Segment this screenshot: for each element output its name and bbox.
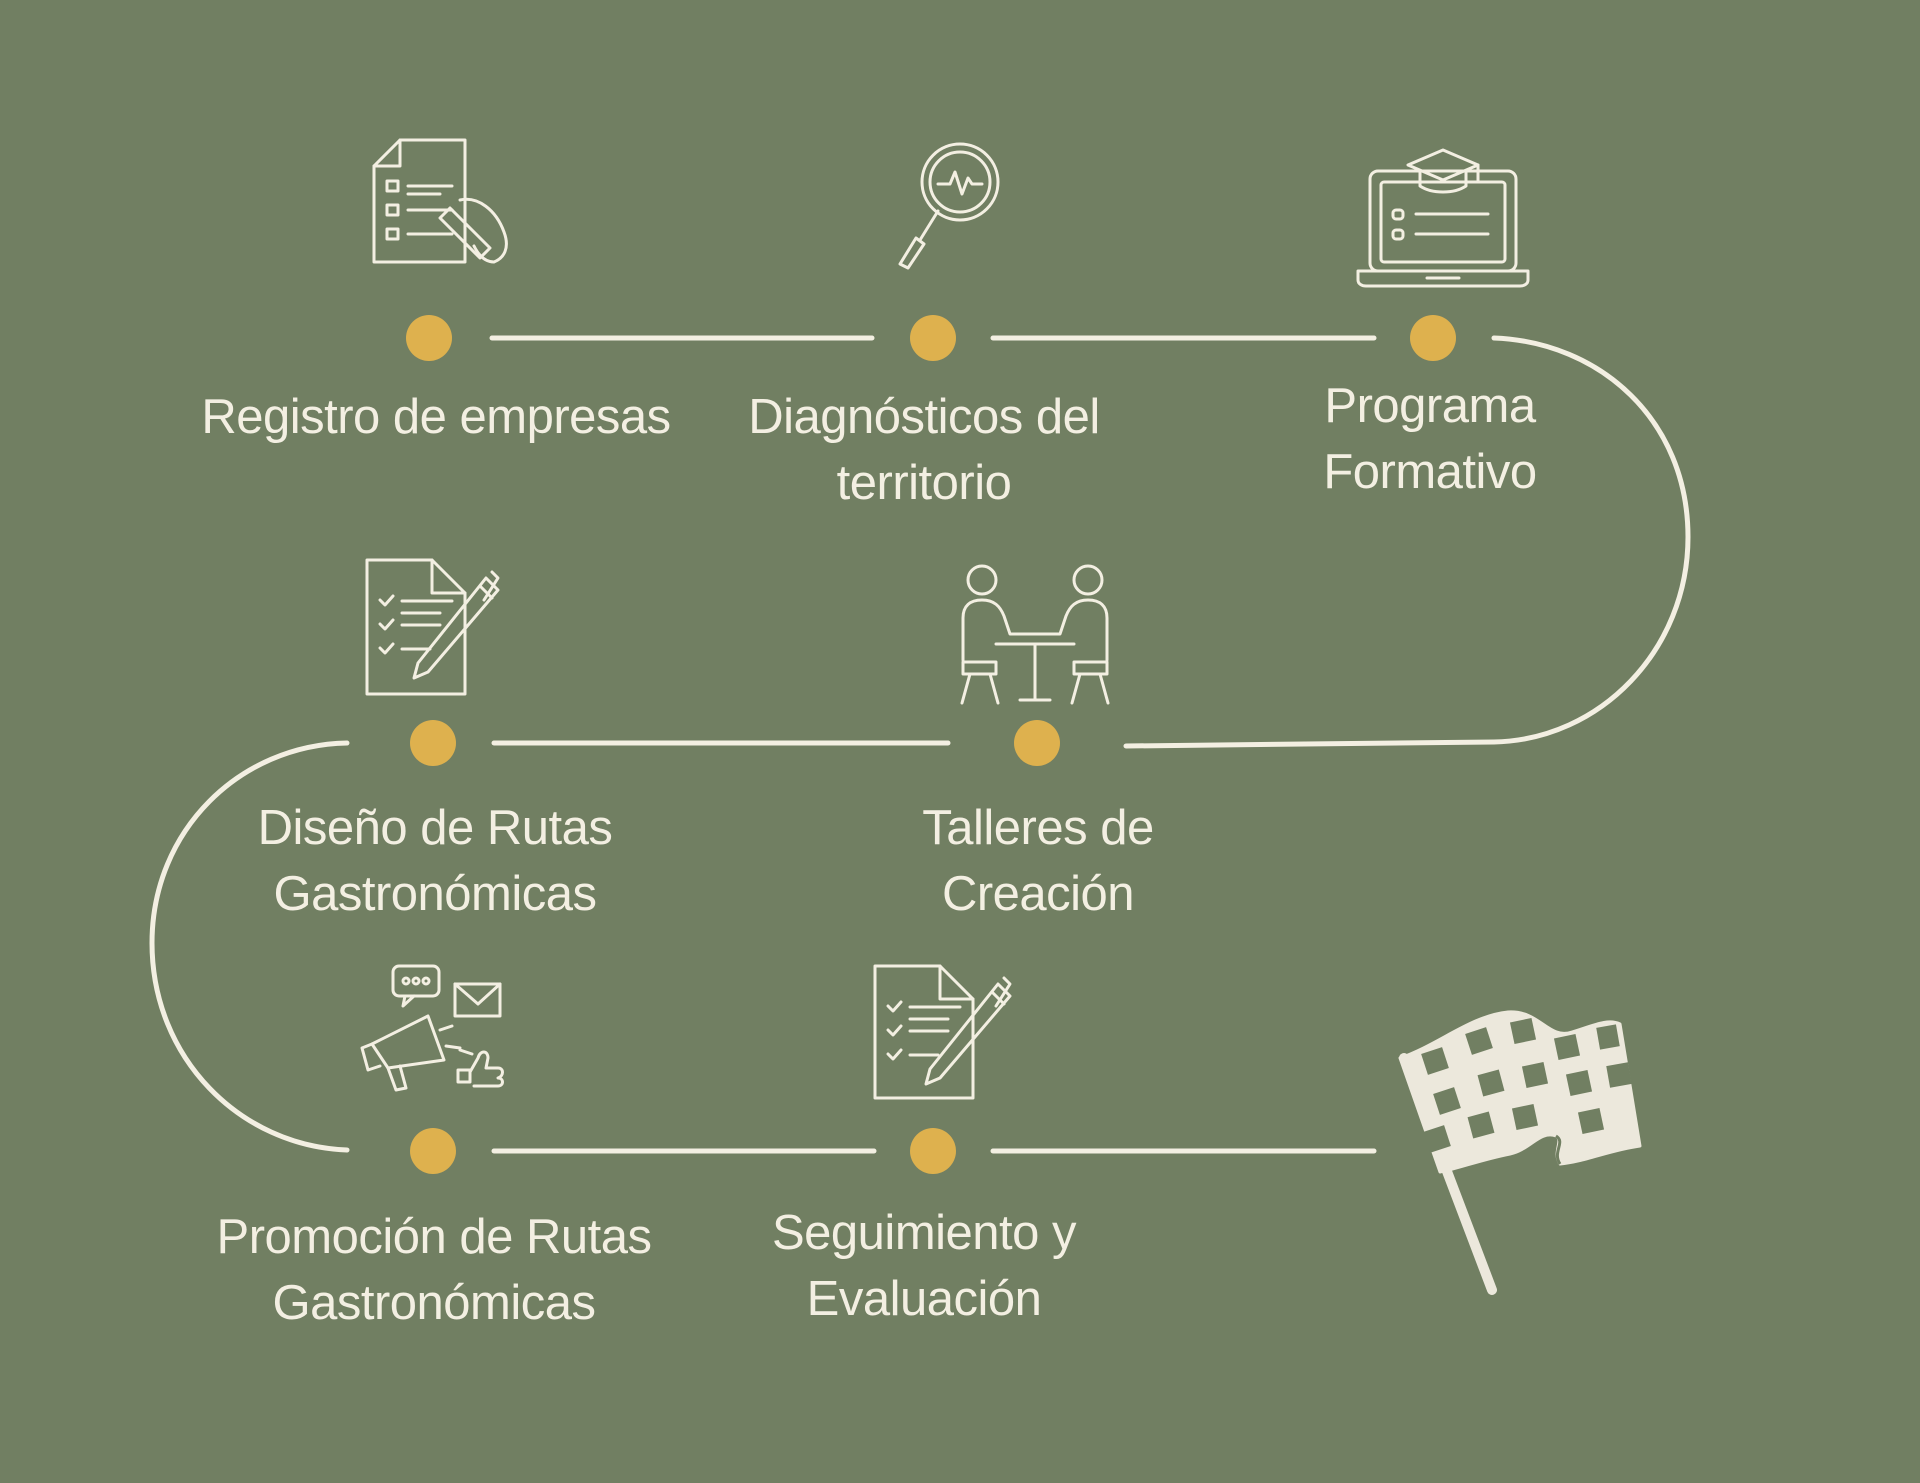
laptop-graduation-icon xyxy=(1356,148,1530,288)
step-label-diseno: Diseño de Rutas Gastronómicas xyxy=(258,795,613,927)
step-label-line: territorio xyxy=(836,456,1012,510)
step-label-line: Evaluación xyxy=(806,1272,1042,1326)
meeting-table-icon xyxy=(960,564,1110,705)
step-label-line: Gastronómicas xyxy=(272,1276,596,1330)
step-dot-programa xyxy=(1410,315,1456,361)
megaphone-icon xyxy=(360,964,504,1092)
step-label-line: Seguimiento y xyxy=(771,1206,1077,1260)
step-label-line: Formativo xyxy=(1323,445,1537,499)
step-label-line: Talleres de xyxy=(922,801,1154,855)
step-label-programa: Programa Formativo xyxy=(1323,373,1537,505)
step-label-line: Programa xyxy=(1324,379,1536,433)
step-label-line: Gastronómicas xyxy=(273,867,597,921)
step-dot-diseno xyxy=(410,720,456,766)
checklist-pen-icon xyxy=(873,964,1012,1100)
step-label-line: Promoción de Rutas xyxy=(216,1210,652,1264)
form-pen-icon xyxy=(372,138,508,264)
connector-curve-right xyxy=(1123,335,1691,749)
connector-curve-left xyxy=(149,740,350,1153)
step-dot-promocion xyxy=(410,1128,456,1174)
step-label-line: Diagnósticos del xyxy=(748,390,1100,444)
step-label-diagnosticos: Diagnósticos del territorio xyxy=(748,384,1100,516)
step-label-promocion: Promoción de Rutas Gastronómicas xyxy=(217,1204,652,1336)
step-label-registro: Registro de empresas xyxy=(201,384,671,450)
checklist-pen-icon xyxy=(365,558,500,696)
step-dot-talleres xyxy=(1014,720,1060,766)
step-dot-registro xyxy=(406,315,452,361)
step-label-seguimiento: Seguimiento y Evaluación xyxy=(771,1200,1077,1332)
step-label-line: Registro de empresas xyxy=(201,390,671,444)
checkered-flag-icon xyxy=(1398,1010,1642,1295)
step-label-talleres: Talleres de Creación xyxy=(922,795,1154,927)
step-dot-diagnosticos xyxy=(910,315,956,361)
step-dot-seguimiento xyxy=(910,1128,956,1174)
step-label-line: Creación xyxy=(941,867,1135,921)
magnifier-pulse-icon xyxy=(898,142,1000,270)
step-label-line: Diseño de Rutas xyxy=(257,801,613,855)
